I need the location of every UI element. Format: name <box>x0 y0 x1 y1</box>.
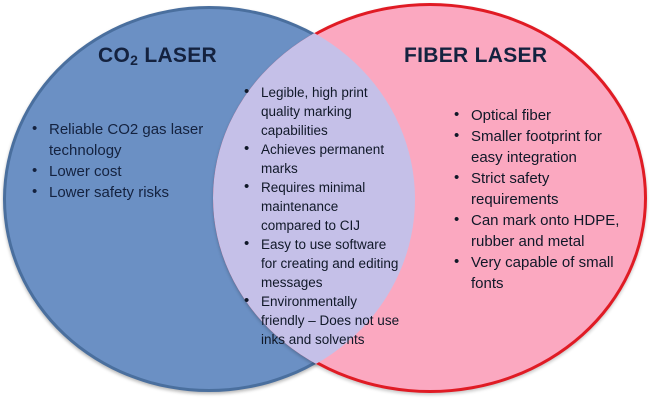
co2-laser-bullet-list: Reliable CO2 gas laser technology Lower … <box>30 118 230 203</box>
list-item: Strict safety requirements <box>452 167 637 210</box>
shared-features-bullet-list: Legible, high print quality marking capa… <box>242 82 402 349</box>
fiber-laser-bullet-list: Optical fiber Smaller footprint for easy… <box>452 104 637 294</box>
list-item: Can mark onto HDPE, rubber and metal <box>452 209 637 252</box>
list-item: Lower safety risks <box>30 181 230 203</box>
list-item: Optical fiber <box>452 104 637 126</box>
list-item: Easy to use software for creating and ed… <box>242 234 402 292</box>
list-item: Very capable of small fonts <box>452 251 637 294</box>
fiber-laser-title: FIBER LASER <box>404 44 548 67</box>
list-item: Achieves permanent marks <box>242 139 402 178</box>
list-item: Lower cost <box>30 160 230 182</box>
list-item: Requires minimal maintenance compared to… <box>242 177 402 235</box>
co2-laser-title-subscript: 2 <box>130 52 139 68</box>
list-item: Legible, high print quality marking capa… <box>242 82 402 140</box>
list-item: Environmentally friendly – Does not use … <box>242 291 402 349</box>
list-item: Reliable CO2 gas laser technology <box>30 118 230 161</box>
co2-laser-title: CO2 LASER <box>98 44 217 68</box>
co2-laser-title-prefix: CO <box>98 44 131 67</box>
co2-laser-title-suffix: LASER <box>138 44 218 67</box>
list-item: Smaller footprint for easy integration <box>452 125 637 168</box>
